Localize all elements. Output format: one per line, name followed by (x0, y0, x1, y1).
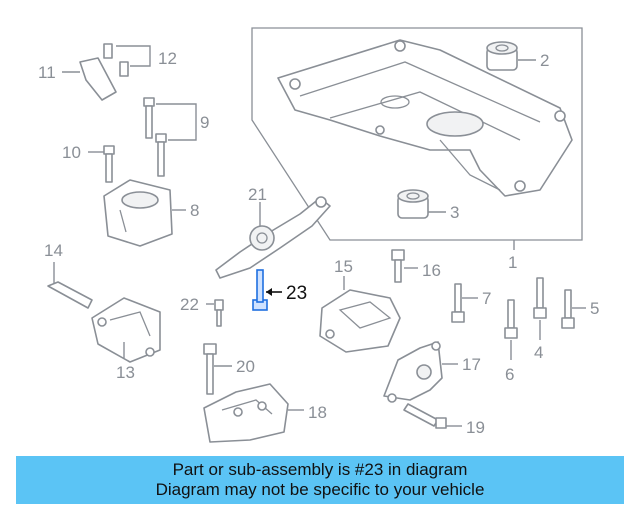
callout-20: 20 (236, 357, 255, 376)
banner-line-1: Part or sub-assembly is #23 in diagram (172, 460, 468, 479)
callout-23: 23 (286, 283, 307, 304)
callout-11: 11 (38, 63, 56, 82)
part-23-bolt (252, 269, 282, 311)
callout-3: 3 (450, 203, 459, 222)
part-9-bolts (143, 97, 197, 177)
part-14-bolt (47, 262, 93, 309)
parts-diagram: 1 2 3 4 5 6 7 8 9 10 11 12 13 14 15 16 1… (38, 27, 599, 443)
part-6-bolt (504, 299, 518, 360)
callout-5: 5 (590, 299, 599, 318)
callout-9: 9 (200, 113, 209, 132)
callout-6: 6 (505, 365, 514, 384)
part-10-bolt (88, 145, 115, 183)
part-7-bolt (451, 283, 478, 323)
part-16-bolt (391, 249, 418, 283)
callout-7: 7 (482, 289, 491, 308)
info-banner: Part or sub-assembly is #23 in diagram D… (16, 456, 624, 504)
part-3-bushing (397, 189, 446, 219)
part-5-bolt (561, 289, 586, 329)
part-21-torque-arm (215, 196, 331, 279)
callout-1: 1 (508, 253, 517, 272)
part-15-mount (319, 276, 401, 353)
callout-16: 16 (422, 261, 441, 280)
callout-14: 14 (44, 241, 63, 260)
callout-15: 15 (334, 257, 353, 276)
callout-19: 19 (466, 418, 485, 437)
callout-21: 21 (248, 185, 267, 204)
callout-17: 17 (462, 355, 481, 374)
part-13-bracket (91, 297, 161, 363)
callout-12: 12 (158, 49, 177, 68)
callout-2: 2 (540, 51, 549, 70)
subframe-inset (251, 27, 583, 250)
part-11-bracket (62, 43, 151, 101)
banner-line-2: Diagram may not be specific to your vehi… (155, 480, 485, 499)
part-19-bolt (403, 403, 462, 429)
callout-18: 18 (308, 403, 327, 422)
part-22-bolt (206, 299, 224, 327)
callout-10: 10 (62, 143, 81, 162)
part-17-bracket (383, 341, 458, 403)
callout-13: 13 (116, 363, 135, 382)
part-20-bolt (203, 343, 232, 395)
part-8-mount (103, 179, 186, 247)
callout-22: 22 (180, 295, 199, 314)
part-2-bushing (486, 41, 536, 71)
callout-4: 4 (534, 343, 543, 362)
part-4-bolt (533, 277, 547, 340)
part-18-mount (203, 383, 304, 443)
callout-8: 8 (190, 201, 199, 220)
